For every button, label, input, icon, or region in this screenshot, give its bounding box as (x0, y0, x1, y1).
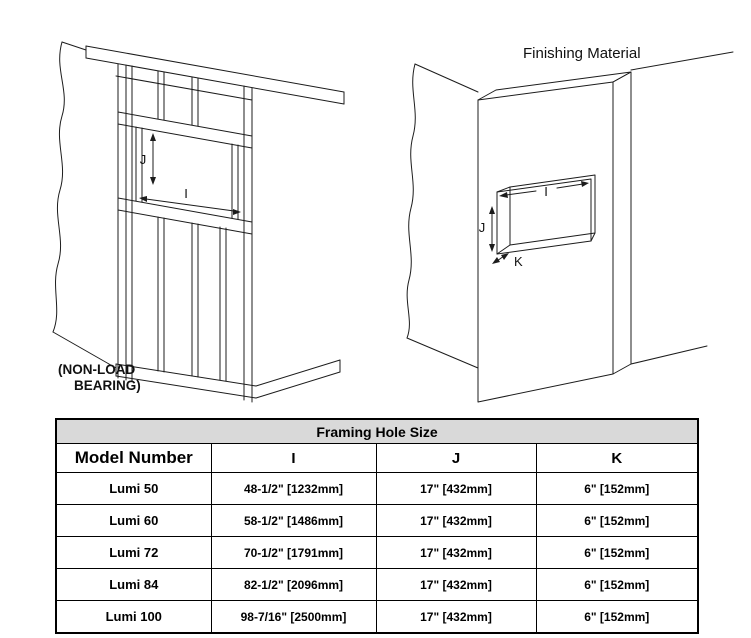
finished-wall-diagram: I J K Finishing Material (406, 45, 734, 403)
caption-line-1: (NON-LOAD (58, 362, 135, 377)
non-load-bearing-caption: (NON-LOAD BEARING) (58, 362, 141, 393)
dim-label-i: I (544, 184, 548, 199)
dim-j-cell: 17" [432mm] (375, 600, 537, 634)
bottom-plate (115, 359, 341, 399)
dim-label-i: I (184, 186, 188, 201)
column-header-i: I (210, 443, 377, 473)
dim-j-cell: 17" [432mm] (375, 568, 537, 601)
table-title: Framing Hole Size (55, 418, 699, 444)
dim-label-j: J (479, 220, 486, 235)
dim-j-cell: 17" [432mm] (375, 472, 537, 505)
dim-i-cell: 48-1/2" [1232mm] (210, 472, 377, 505)
table-row: Lumi 72 70-1/2" [1791mm] 17" [432mm] 6" … (55, 536, 699, 569)
table-row: Lumi 60 58-1/2" [1486mm] 17" [432mm] 6" … (55, 504, 699, 537)
dim-k-cell: 6" [152mm] (535, 504, 699, 537)
column-header-j: J (375, 443, 537, 473)
cripple-studs-above (157, 70, 199, 127)
table-row: Lumi 50 48-1/2" [1232mm] 17" [432mm] 6" … (55, 472, 699, 505)
dim-i-cell: 70-1/2" [1791mm] (210, 536, 377, 569)
framing-hole-size-table: Framing Hole Size Model Number I J K Lum… (55, 418, 700, 634)
table-row: Lumi 84 82-1/2" [2096mm] 17" [432mm] 6" … (55, 568, 699, 601)
niche-opening (496, 174, 596, 255)
column-header-k: K (535, 443, 699, 473)
caption-line-2: BEARING) (74, 378, 141, 393)
frame-studs (117, 63, 253, 403)
top-plate (85, 45, 345, 105)
dim-k-cell: 6" [152mm] (535, 600, 699, 634)
model-cell: Lumi 100 (55, 600, 212, 634)
model-cell: Lumi 50 (55, 472, 212, 505)
dim-i-cell: 82-1/2" [2096mm] (210, 568, 377, 601)
torn-wall-edge (52, 41, 117, 369)
dim-k-cell: 6" [152mm] (535, 472, 699, 505)
dim-label-j: J (140, 152, 147, 167)
model-cell: Lumi 84 (55, 568, 212, 601)
dim-j-cell: 17" [432mm] (375, 536, 537, 569)
sill-boards (117, 197, 253, 235)
dimension-k: K (492, 253, 523, 269)
dim-i-cell: 98-7/16" [2500mm] (210, 600, 377, 634)
finishing-material-label: Finishing Material (523, 45, 641, 62)
dim-label-k: K (514, 254, 523, 269)
column-header-model-number: Model Number (55, 443, 212, 473)
dim-k-cell: 6" [152mm] (535, 568, 699, 601)
dim-k-cell: 6" [152mm] (535, 536, 699, 569)
framing-diagram: J I (NON-LOAD BEARING) (52, 41, 345, 403)
trimmer-studs (135, 126, 239, 220)
dimension-i: I (499, 181, 589, 199)
model-cell: Lumi 72 (55, 536, 212, 569)
dim-j-cell: 17" [432mm] (375, 504, 537, 537)
dim-i-cell: 58-1/2" [1486mm] (210, 504, 377, 537)
table-title-row: Framing Hole Size (55, 418, 699, 444)
dimension-i: I (139, 186, 241, 215)
header-boards (117, 111, 253, 149)
dimension-j: J (479, 206, 495, 252)
table-row: Lumi 100 98-7/16" [2500mm] 17" [432mm] 6… (55, 600, 699, 634)
model-cell: Lumi 60 (55, 504, 212, 537)
table-header-row: Model Number I J K (55, 443, 699, 473)
cripple-studs-below (157, 216, 227, 382)
torn-wall-edge (406, 51, 734, 369)
dimension-j: J (140, 133, 156, 185)
finishing-panel (477, 71, 632, 403)
